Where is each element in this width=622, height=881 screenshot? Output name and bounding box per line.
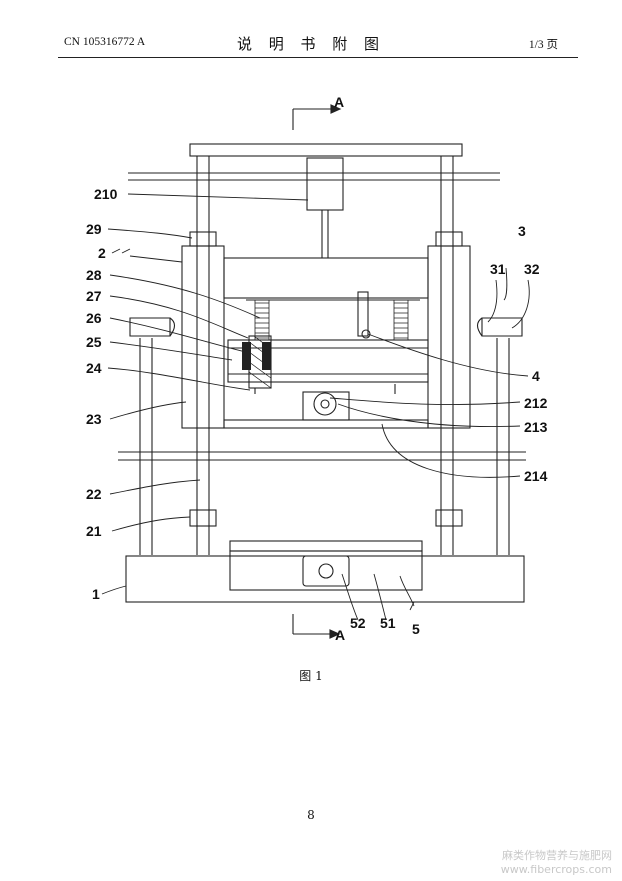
frame-top-beam	[223, 257, 429, 299]
label-52: 52	[350, 615, 366, 631]
frame-left-post	[181, 245, 225, 429]
slider-21-right	[435, 509, 463, 527]
header-rule	[58, 57, 578, 58]
label-5: 5	[412, 621, 420, 637]
label-26: 26	[86, 310, 102, 326]
right-guide-column	[440, 156, 454, 555]
slider-21-left	[189, 509, 217, 527]
cylinder-210	[306, 157, 344, 211]
label-27: 27	[86, 288, 102, 304]
left-guide-column	[196, 156, 210, 555]
document-title: 说 明 书 附 图	[236, 35, 386, 53]
spring-left	[254, 300, 270, 340]
label-213: 213	[524, 419, 548, 435]
frame-bottom-beam	[223, 419, 429, 429]
label-24: 24	[86, 360, 102, 376]
watermark-line-2: www.fibercrops.com	[500, 863, 612, 876]
support-column-left	[129, 317, 176, 555]
punch-plate	[227, 339, 429, 383]
leader-lines	[101, 193, 530, 621]
label-214: 214	[524, 468, 548, 484]
sleeve-29-right	[435, 231, 463, 247]
punch-rod	[242, 335, 272, 394]
watermark: 麻类作物营养与施肥网 www.fibercrops.com	[501, 849, 612, 877]
label-22: 22	[86, 486, 102, 502]
label-23: 23	[86, 411, 102, 427]
figure-caption: 图 1	[299, 669, 323, 683]
label-4: 4	[532, 368, 540, 384]
base	[125, 555, 525, 603]
label-210: 210	[94, 186, 118, 202]
label-25: 25	[86, 334, 102, 350]
label-212: 212	[524, 395, 548, 411]
label-28: 28	[86, 267, 102, 283]
trigger-switch	[357, 291, 371, 339]
label-51: 51	[380, 615, 396, 631]
spring-right	[393, 300, 409, 340]
label-2: 2	[98, 245, 106, 261]
section-label-bottom: A	[335, 627, 345, 643]
patent-number: CN 105316772 A	[64, 36, 146, 48]
motor-212	[302, 391, 350, 421]
frame-right-post	[427, 245, 471, 429]
label-29: 29	[86, 221, 102, 237]
section-arrow-bottom: A	[292, 614, 345, 643]
label-21: 21	[86, 523, 102, 539]
section-label-top: A	[334, 94, 344, 110]
sleeve-29-left	[189, 231, 217, 247]
break-lines-upper	[128, 172, 500, 181]
section-arrow-top: A	[292, 94, 344, 130]
collection-box	[229, 540, 423, 591]
label-1: 1	[92, 586, 100, 602]
label-31: 31	[490, 261, 506, 277]
page-number: 8	[307, 808, 315, 822]
watermark-line-1: 麻类作物营养与施肥网	[502, 849, 612, 862]
page-indicator: 1/3 页	[528, 39, 558, 51]
label-32: 32	[524, 261, 540, 277]
support-column-right	[476, 317, 523, 555]
label-3: 3	[518, 223, 526, 239]
break-lines-lower	[118, 451, 526, 461]
top-plate	[189, 143, 463, 157]
